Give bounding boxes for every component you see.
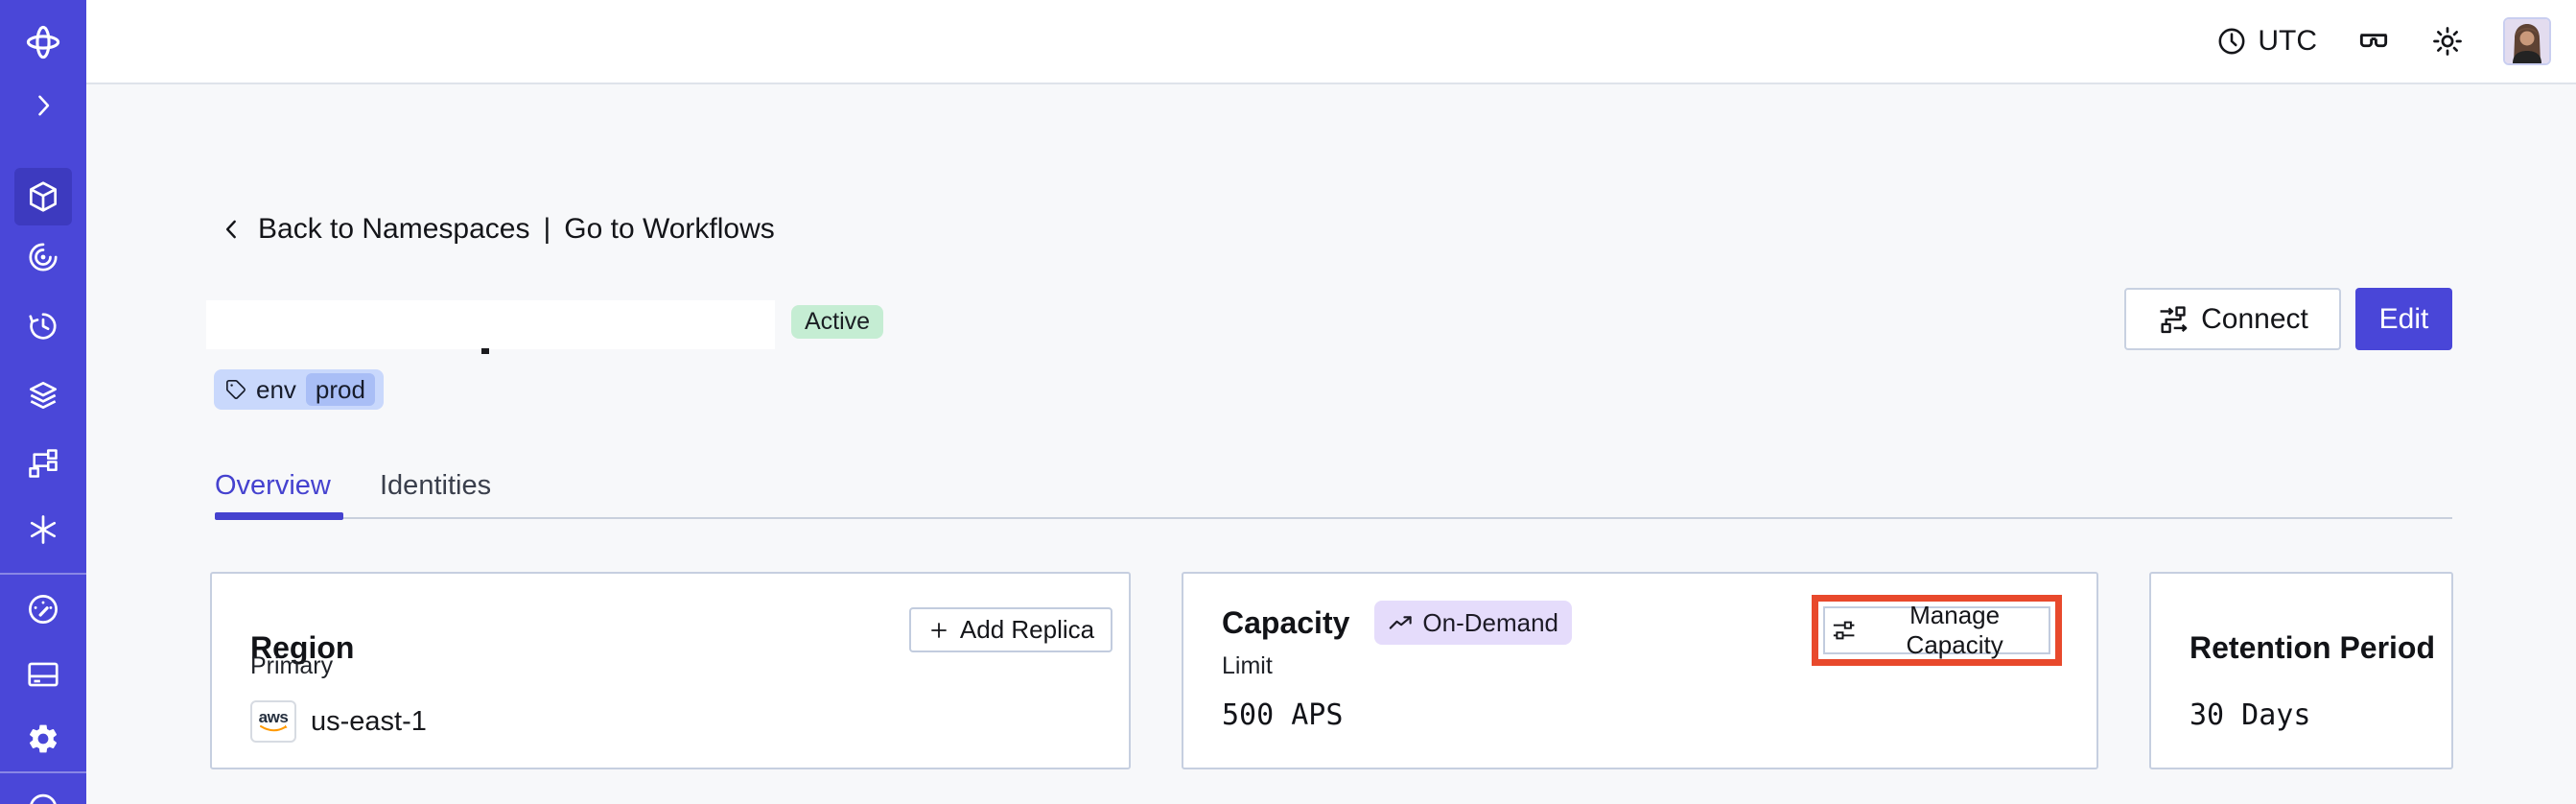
aws-logo-text: aws [258,707,289,726]
sidebar-item-deployments[interactable] [14,367,72,424]
temporal-logo[interactable] [14,13,72,71]
labs-toggle[interactable] [2355,23,2392,59]
region-value: us-east-1 [311,705,427,737]
sidebar [0,0,86,804]
sidebar-item-billing[interactable] [14,646,72,703]
sidebar-divider [0,771,86,773]
capacity-card-title: Capacity [1222,604,1350,640]
edit-button[interactable]: Edit [2355,288,2452,350]
back-link-label: Back to Namespaces [258,213,530,245]
sidebar-item-workflows[interactable] [14,228,72,286]
connect-button[interactable]: Connect [2124,288,2341,350]
tab-overview[interactable]: Overview [215,470,331,501]
tag-key: env [256,374,296,404]
retention-value: 30 Days [2190,698,2311,732]
sidebar-item-settings[interactable] [14,710,72,768]
sidebar-item-help[interactable] [14,779,72,804]
timezone-label: UTC [2258,25,2317,57]
breadcrumb: Back to Namespaces | Go to Workflows [220,213,775,246]
namespaces-cube-icon [29,181,58,212]
limit-label: Limit [1222,652,1273,679]
sliders-icon [1833,621,1855,640]
region-card-title: Region [250,629,355,665]
annotation-highlight-box: Manage Capacity [1812,595,2062,666]
capacity-limit-value: 500 APS [1222,698,1344,732]
pipeline-branch-icon [29,449,58,478]
namespace-name-redaction [206,300,775,349]
manage-capacity-label: Manage Capacity [1906,601,2003,659]
retention-card-title: Retention Period [2190,629,2436,665]
tab-identities[interactable]: Identities [380,470,492,501]
billing-card-icon [28,662,59,687]
schedules-history-icon [29,313,57,340]
go-to-workflows-link[interactable]: Go to Workflows [564,213,775,245]
tag-icon [226,380,246,399]
timezone-selector[interactable]: UTC [2215,25,2317,58]
back-link[interactable]: Back to Namespaces [220,213,529,246]
tabs-divider-line [215,517,2452,519]
sidebar-item-nexus[interactable] [14,501,72,558]
avatar-photo [2505,19,2549,63]
retention-card: Retention Period 30 Days [2149,572,2453,769]
sidebar-divider [0,573,86,575]
settings-gear-icon [29,724,58,753]
usage-gauge-icon [29,595,58,624]
user-avatar[interactable] [2503,17,2551,65]
active-tab-underline [215,512,343,520]
add-replica-button[interactable]: Add Replica [909,607,1112,652]
nexus-asterisk-icon [30,515,57,544]
sidebar-item-namespaces[interactable] [14,168,72,225]
sun-icon [2433,27,2462,56]
trend-up-icon [1390,615,1413,629]
aws-logo: aws [250,700,296,743]
sidebar-item-schedules[interactable] [14,297,72,355]
ondemand-badge-label: On-Demand [1422,607,1559,637]
tag-value: prod [305,373,375,406]
namespace-tag-chip: env prod [214,369,384,410]
deployments-layers-icon [29,381,58,410]
ondemand-badge: On-Demand [1374,601,1573,645]
sidebar-item-pipelines[interactable] [14,435,72,492]
manage-capacity-button[interactable]: Manage Capacity [1823,601,2050,659]
clock-icon [2218,28,2245,55]
status-badge: Active [791,305,884,339]
workflows-spiral-icon [29,243,58,272]
breadcrumb-separator: | [543,213,551,245]
connect-icon [2160,305,2188,333]
capacity-title-row: Capacity On-Demand [1222,601,1573,645]
add-replica-label: Add Replica [959,615,1095,644]
primary-label: Primary [250,652,334,679]
region-value-row: aws us-east-1 [250,700,427,743]
help-circle-icon-partial [30,793,57,804]
region-card: Region Add Replica Primary aws us-east-1 [210,572,1131,769]
topbar: UTC [86,0,2576,84]
plus-icon [930,622,947,638]
expand-chevron-icon[interactable] [14,77,72,134]
connect-button-label: Connect [2201,302,2308,335]
glasses-icon [2359,34,2388,48]
redaction-artifact-dot [481,348,489,354]
theme-toggle[interactable] [2430,24,2465,59]
aws-smile-swoosh [260,724,288,731]
back-chevron-icon [225,220,236,239]
sidebar-item-usage[interactable] [14,580,72,638]
capacity-card: Capacity On-Demand [1182,572,2098,769]
